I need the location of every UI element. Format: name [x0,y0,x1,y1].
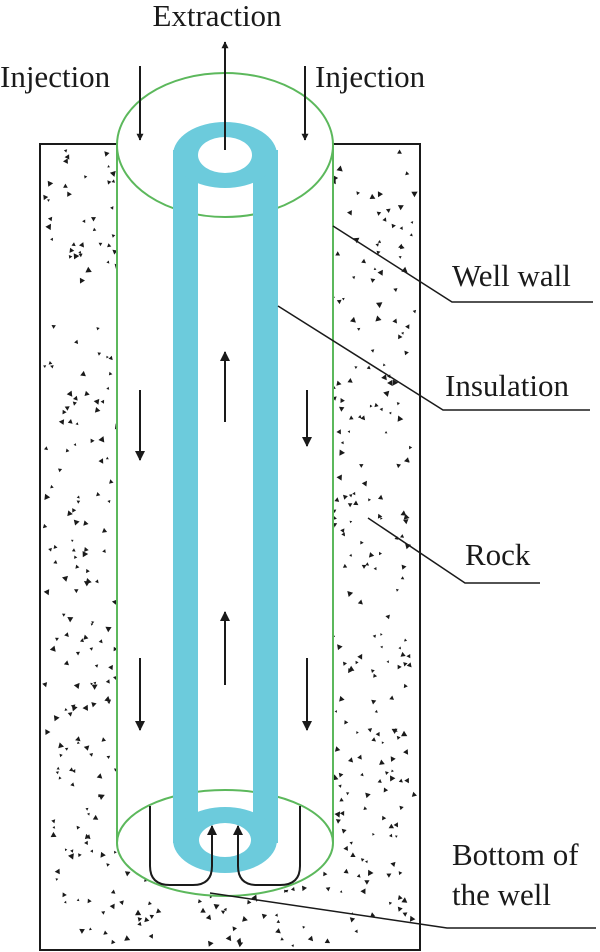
label-well-wall: Well wall [452,258,571,293]
label-bottom-line1: Bottom of [452,837,579,872]
label-bottom-line2: the well [452,877,551,912]
rock-leader [367,517,540,584]
label-extraction: Extraction [152,0,282,33]
bottom-turn-arrow-right [233,806,301,886]
flow-arrows [135,41,312,886]
insulation-leader [277,305,590,411]
label-insulation: Insulation [445,368,569,403]
label-injection-left: Injection [0,59,111,94]
bottom-turn-arrow-left [149,806,217,886]
label-rock: Rock [465,537,531,572]
bottom-leader [209,892,596,929]
label-injection-right: Injection [315,59,426,94]
labels: Extraction Injection Injection Well wall… [0,0,579,912]
pipe-right-wall [253,150,278,843]
pipe-left-wall [173,150,198,843]
well-interior [117,144,333,843]
well-bore [116,72,334,897]
pipe-bottom-opening [199,823,251,857]
pipe-top-opening [198,137,252,173]
well-wall-leader [332,225,593,303]
leader-lines [209,225,596,929]
